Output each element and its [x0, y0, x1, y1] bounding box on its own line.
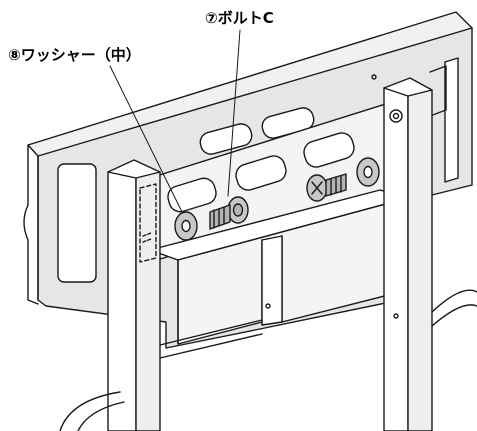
- back-panel-left-bump: [23, 144, 39, 305]
- bar-slot-2: [235, 155, 287, 191]
- leader-bolt-c: [227, 29, 241, 197]
- leader-washer-medium: [109, 65, 183, 213]
- cable-left: [59, 391, 125, 431]
- right-post-ring: [389, 109, 403, 123]
- right-post: [383, 77, 433, 431]
- right-post-face: [383, 83, 409, 431]
- right-post-side: [407, 83, 433, 431]
- panel-slot-1: [199, 123, 253, 155]
- bar-slot-3: [303, 132, 355, 168]
- back-panel-top-edge: [27, 11, 473, 157]
- bar-slot-1: [167, 177, 217, 213]
- left-post-top: [107, 159, 161, 179]
- right-post-top: [383, 77, 433, 97]
- panel-window-left: [57, 163, 97, 283]
- label-washer-medium: ⑧ワッシャー（中）: [8, 46, 141, 64]
- hardware-left: [174, 196, 249, 241]
- cable-right: [431, 289, 477, 327]
- panel-window-right: [444, 57, 459, 183]
- hardware-right: [306, 157, 380, 202]
- label-bolt-c: ⑦ボルトC: [205, 9, 274, 27]
- left-post-face: [107, 164, 137, 431]
- left-post: [107, 159, 161, 431]
